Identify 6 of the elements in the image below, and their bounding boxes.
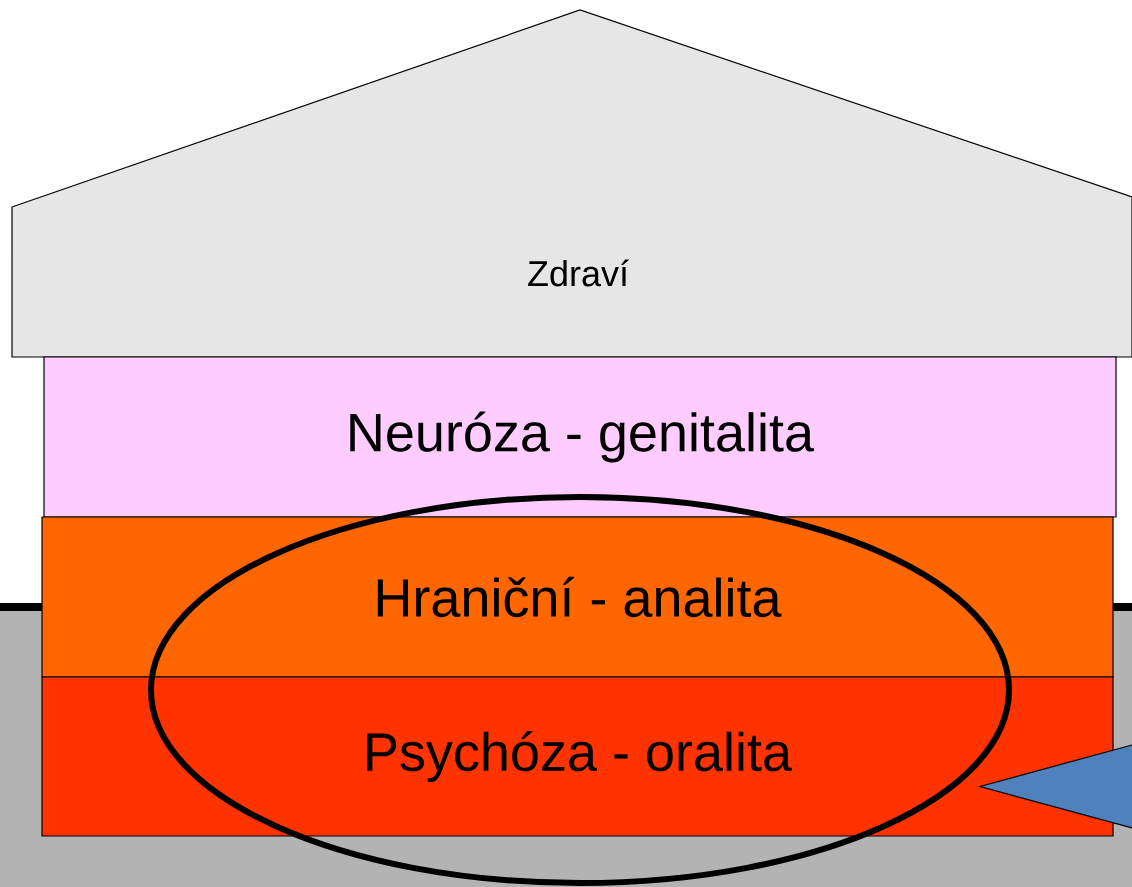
level-band: Psychóza - oralita [41,676,1114,837]
level-band: Hraniční - analita [41,516,1114,678]
pointer-triangle [977,744,1132,829]
level-band: Neuróza - genitalita [43,356,1117,518]
house-roof: Zdraví [11,9,1132,358]
ellipse-outline [148,494,1012,886]
